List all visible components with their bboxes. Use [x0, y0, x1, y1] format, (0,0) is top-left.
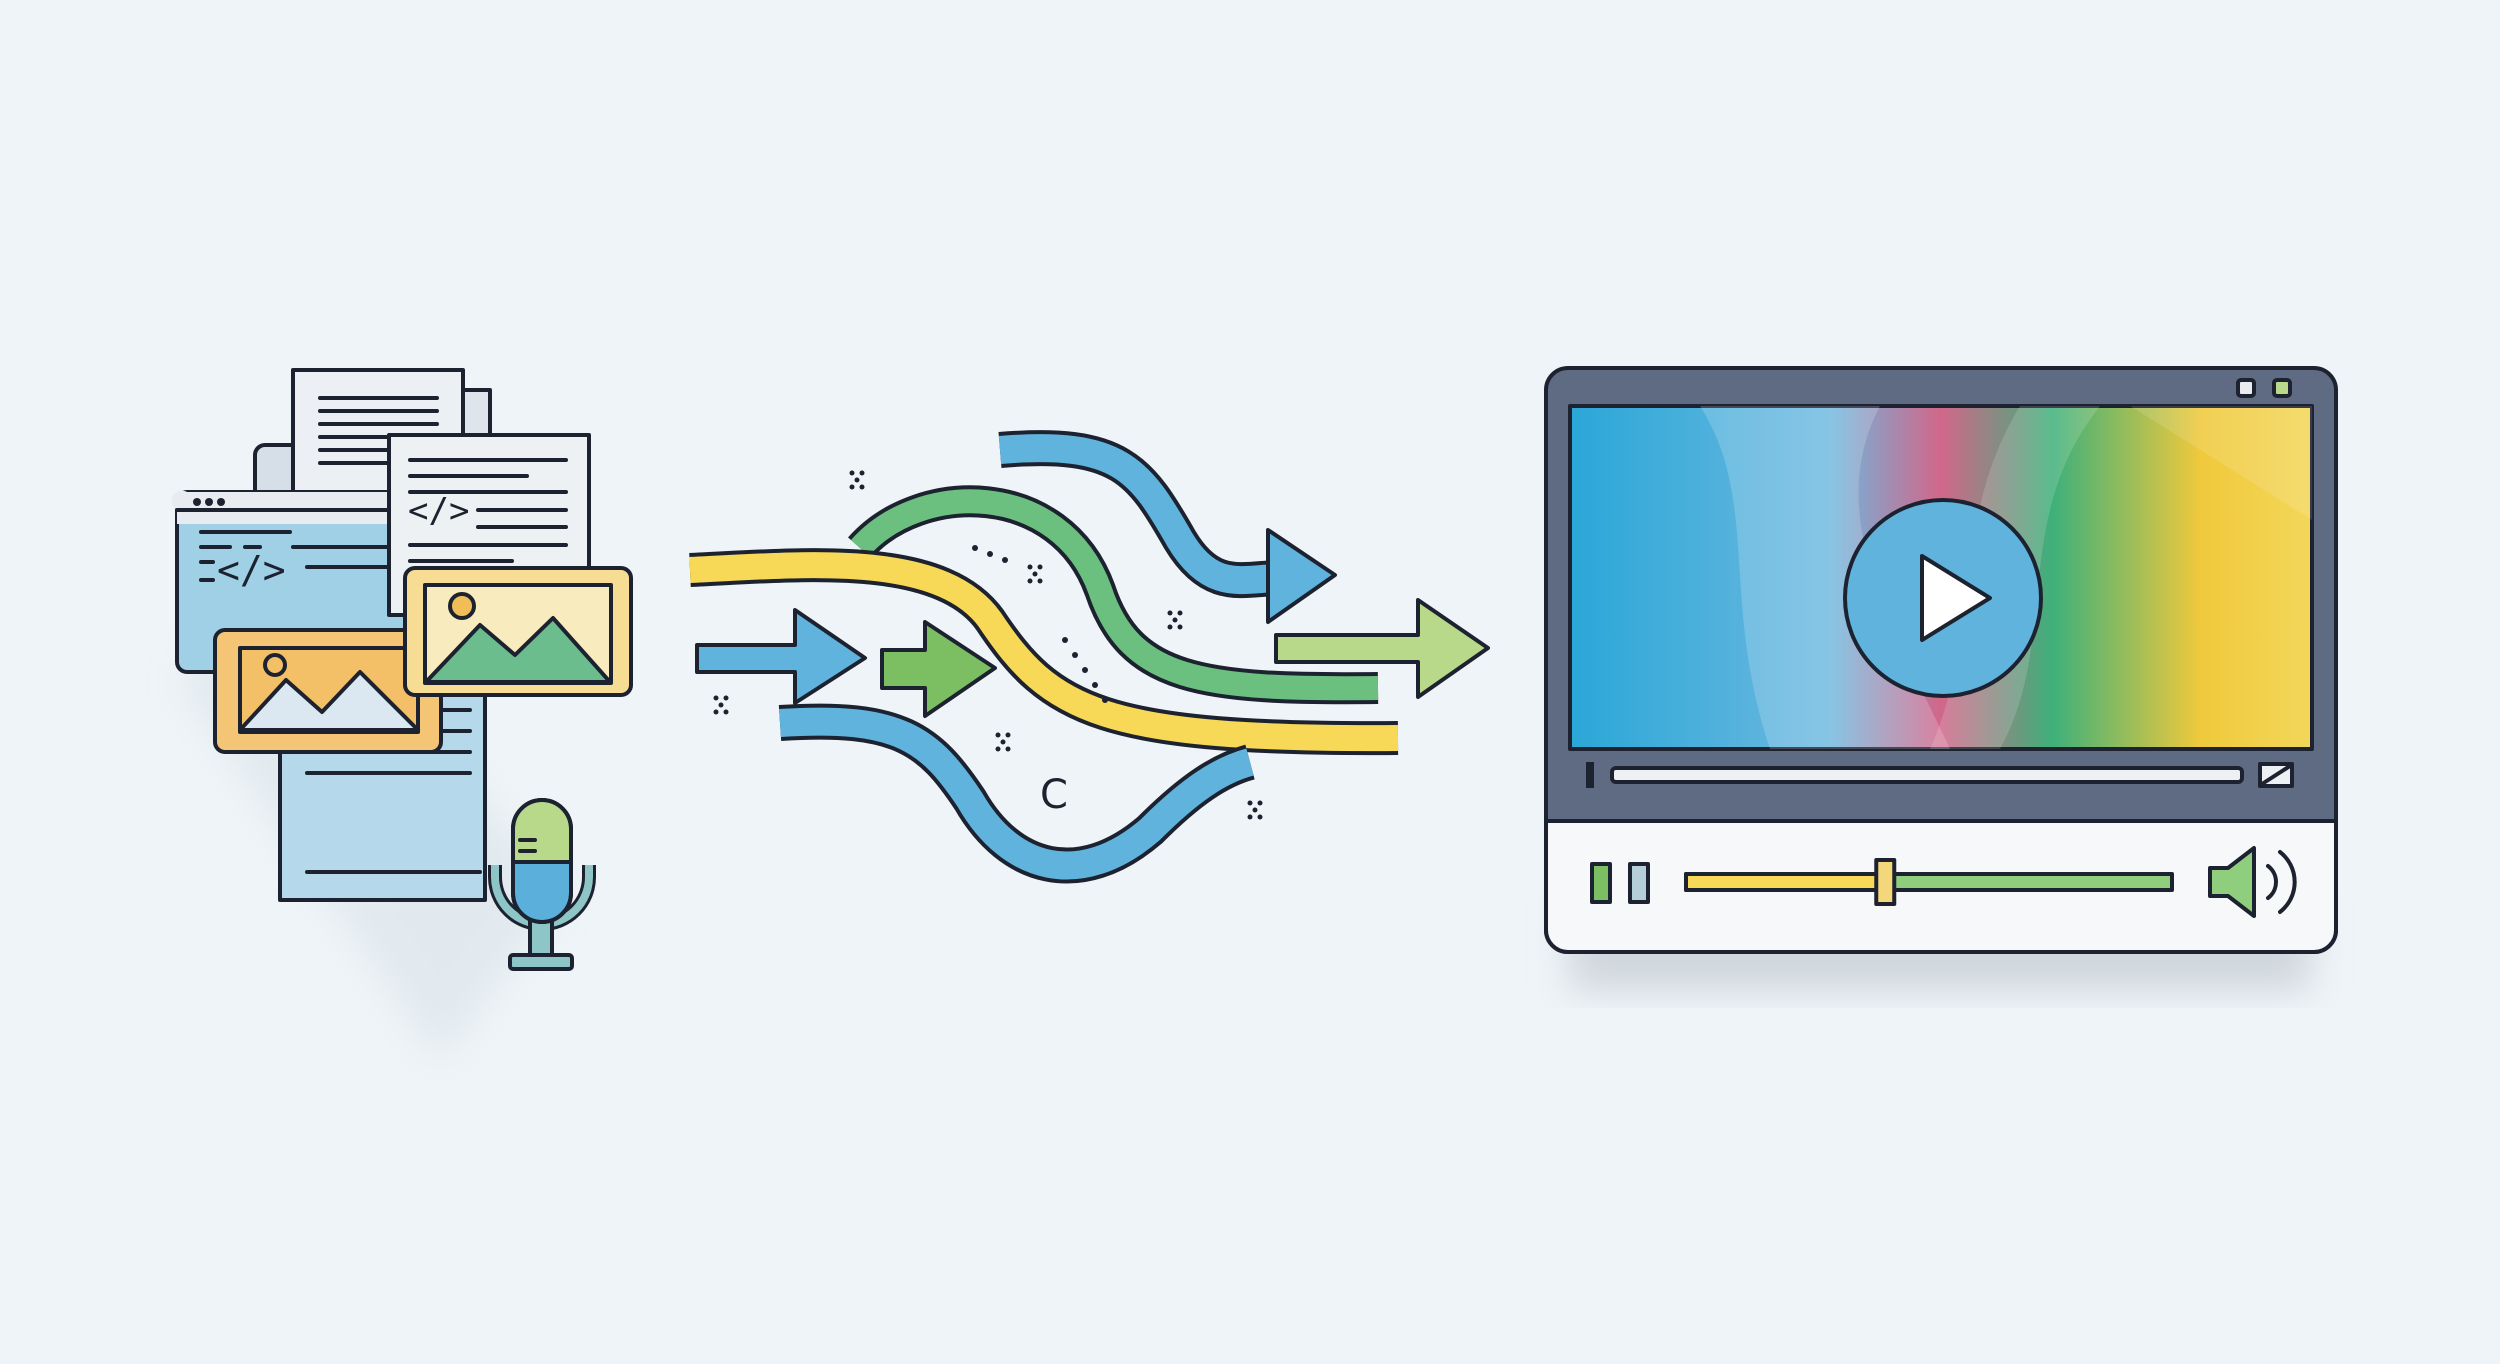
- blue-top-arrow: [998, 430, 1337, 624]
- image-yellow: [403, 566, 633, 697]
- window-button-2[interactable]: [2272, 378, 2292, 398]
- content-sources-cluster: </> </>: [171, 368, 633, 1060]
- yellow-flow: [689, 548, 1399, 756]
- image-orange: [213, 628, 443, 754]
- microphone-icon: [488, 798, 596, 971]
- code-symbol: </>: [217, 548, 286, 592]
- blue-bottom-flow: [778, 703, 1256, 884]
- progress-slider[interactable]: [1684, 858, 2174, 906]
- video-player: [1544, 366, 2338, 990]
- volume-icon[interactable]: [2208, 846, 2297, 918]
- code-window: </>: [171, 490, 409, 674]
- pause-button[interactable]: [1590, 862, 1650, 904]
- data-flow-streams: C: [689, 430, 1490, 884]
- green-large-arrow: [1274, 598, 1490, 699]
- sparkle-dots: [713, 470, 1263, 820]
- green-small-arrow: [880, 620, 997, 718]
- seek-handle-left[interactable]: [1586, 762, 1594, 788]
- play-button[interactable]: [1843, 498, 2043, 698]
- code-symbol: </>: [408, 491, 469, 531]
- window-button-1[interactable]: [2236, 378, 2256, 398]
- flow-glyph: C: [1040, 772, 1068, 818]
- progress-handle[interactable]: [1874, 858, 1897, 906]
- progress-fill: [1684, 872, 1888, 892]
- blue-small-arrow: [695, 608, 867, 705]
- green-flow: [848, 485, 1379, 705]
- timeline-bar[interactable]: [1610, 766, 2244, 784]
- fullscreen-icon[interactable]: [2258, 762, 2294, 788]
